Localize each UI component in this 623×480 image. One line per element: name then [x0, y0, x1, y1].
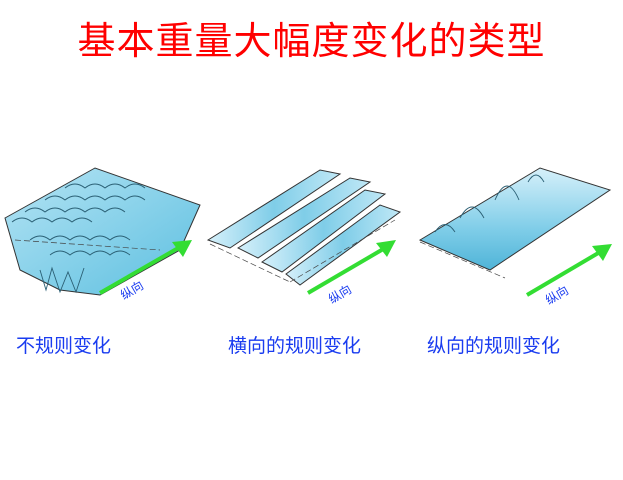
direction-arrow [306, 240, 396, 295]
direction-label: 纵向 [543, 282, 571, 307]
page-title: 基本重量大幅度变化的类型 [77, 19, 546, 63]
caption-transverse-regular: 横向的规则变化 [228, 335, 362, 357]
direction-arrow [99, 240, 192, 295]
irregular-surface-diagram: 纵向 [4, 167, 201, 302]
caption-irregular: 不规则变化 [16, 335, 112, 357]
transverse-regular-diagram: 纵向 [206, 169, 402, 306]
caption-longitudinal-regular: 纵向的规则变化 [427, 335, 561, 357]
longitudinal-regular-diagram: 纵向 [418, 167, 612, 307]
direction-label: 纵向 [326, 281, 354, 306]
direction-arrow [525, 244, 612, 297]
